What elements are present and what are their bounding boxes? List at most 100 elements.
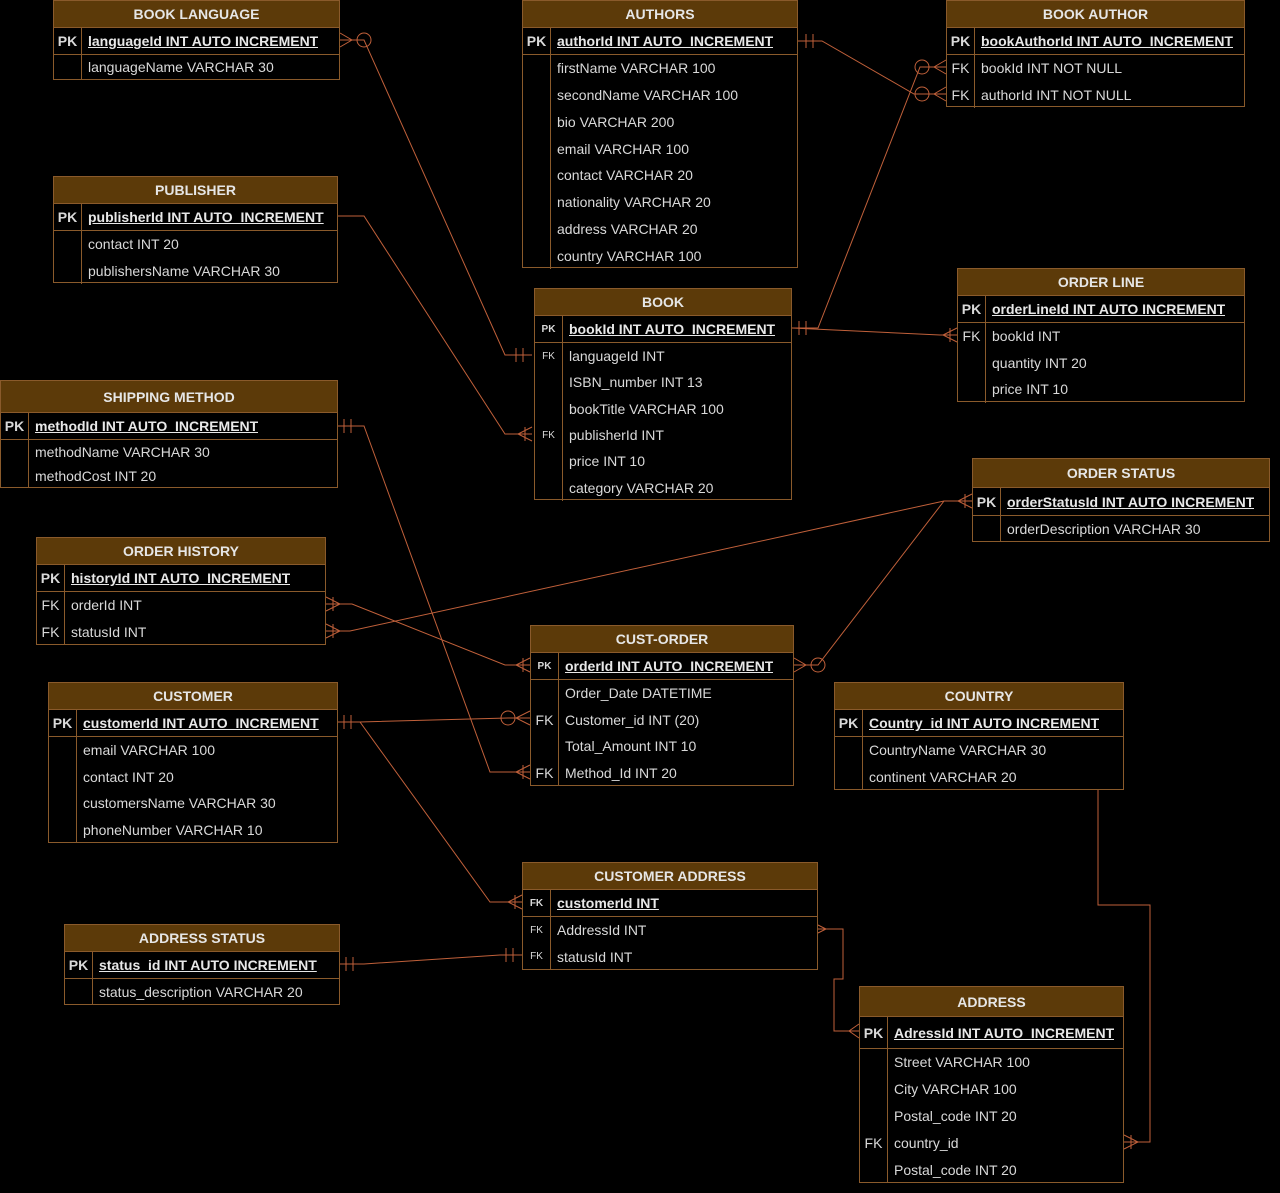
table-row[interactable]: nationality VARCHAR 20 — [523, 188, 797, 216]
table-row[interactable]: address VARCHAR 20 — [523, 215, 797, 243]
column-name: contact INT 20 — [83, 768, 174, 785]
key-badge — [54, 231, 82, 258]
table-row[interactable]: City VARCHAR 100 — [860, 1075, 1123, 1103]
table-row[interactable]: Postal_code INT 20 — [860, 1156, 1123, 1183]
crow-icon — [933, 86, 947, 102]
crow-icon — [325, 596, 342, 612]
table-row[interactable]: category VARCHAR 20 — [535, 474, 791, 501]
column-name: contact VARCHAR 20 — [557, 167, 693, 184]
key-badge — [54, 257, 82, 284]
table-row[interactable]: languageName VARCHAR 30 — [54, 55, 339, 79]
table-row[interactable]: orderDescription VARCHAR 30 — [973, 516, 1269, 541]
table-row[interactable]: contact INT 20 — [49, 763, 337, 790]
table-row[interactable]: price INT 10 — [535, 448, 791, 475]
table-title: SHIPPING METHOD — [1, 381, 337, 413]
table-row[interactable]: CountryName VARCHAR 30 — [835, 737, 1123, 764]
column-name: AddressId INT — [557, 922, 647, 939]
table-row[interactable]: methodCost INT 20 — [1, 464, 337, 487]
column-name: status_id INT AUTO INCREMENT — [99, 957, 317, 973]
table-row[interactable]: bio VARCHAR 200 — [523, 108, 797, 136]
table-row[interactable]: firstName VARCHAR 100 — [523, 55, 797, 82]
table-row[interactable]: customersName VARCHAR 30 — [49, 790, 337, 817]
key-badge — [523, 215, 551, 243]
table-row[interactable]: continent VARCHAR 20 — [835, 763, 1123, 790]
key-badge: PK — [523, 28, 551, 54]
column-name: Order_Date DATETIME — [565, 685, 712, 702]
table-row[interactable]: email VARCHAR 100 — [523, 135, 797, 162]
table-title: ADDRESS — [860, 987, 1123, 1017]
key-badge — [49, 790, 77, 817]
table-row[interactable]: Postal_code INT 20 — [860, 1102, 1123, 1130]
table-row[interactable]: status_description VARCHAR 20 — [65, 979, 339, 1004]
table-row[interactable]: publishersName VARCHAR 30 — [54, 257, 337, 284]
column-name: price INT 10 — [569, 453, 645, 470]
column-name: bookId INT NOT NULL — [981, 60, 1123, 77]
table-row[interactable]: price INT 10 — [958, 376, 1244, 403]
key-badge: FK — [37, 592, 65, 619]
crow-icon — [941, 327, 958, 343]
table-row[interactable]: contact VARCHAR 20 — [523, 162, 797, 189]
link-book-bookauthor — [792, 66, 946, 329]
table-row[interactable]: quantity INT 20 — [958, 349, 1244, 376]
table-row[interactable]: Total_Amount INT 10 — [531, 733, 793, 760]
table-row[interactable]: Order_Date DATETIME — [531, 680, 793, 707]
crow-icon — [514, 764, 531, 780]
link-addressstatus-custaddress — [340, 954, 522, 965]
table-row[interactable]: methodName VARCHAR 30 — [1, 440, 337, 464]
table-row[interactable]: phoneNumber VARCHAR 10 — [49, 816, 337, 843]
table-row[interactable]: secondName VARCHAR 100 — [523, 81, 797, 109]
table-row[interactable]: ISBN_number INT 13 — [535, 369, 791, 396]
table-row[interactable]: email VARCHAR 100 — [49, 737, 337, 764]
column-name: price INT 10 — [992, 381, 1068, 398]
link-book-orderline — [791, 327, 957, 336]
table-row[interactable]: bookTitle VARCHAR 100 — [535, 395, 791, 422]
table-row[interactable]: contact INT 20 — [54, 231, 337, 258]
key-badge — [531, 733, 559, 760]
table-row[interactable]: country VARCHAR 100 — [523, 242, 797, 269]
table-row[interactable]: Street VARCHAR 100 — [860, 1049, 1123, 1076]
